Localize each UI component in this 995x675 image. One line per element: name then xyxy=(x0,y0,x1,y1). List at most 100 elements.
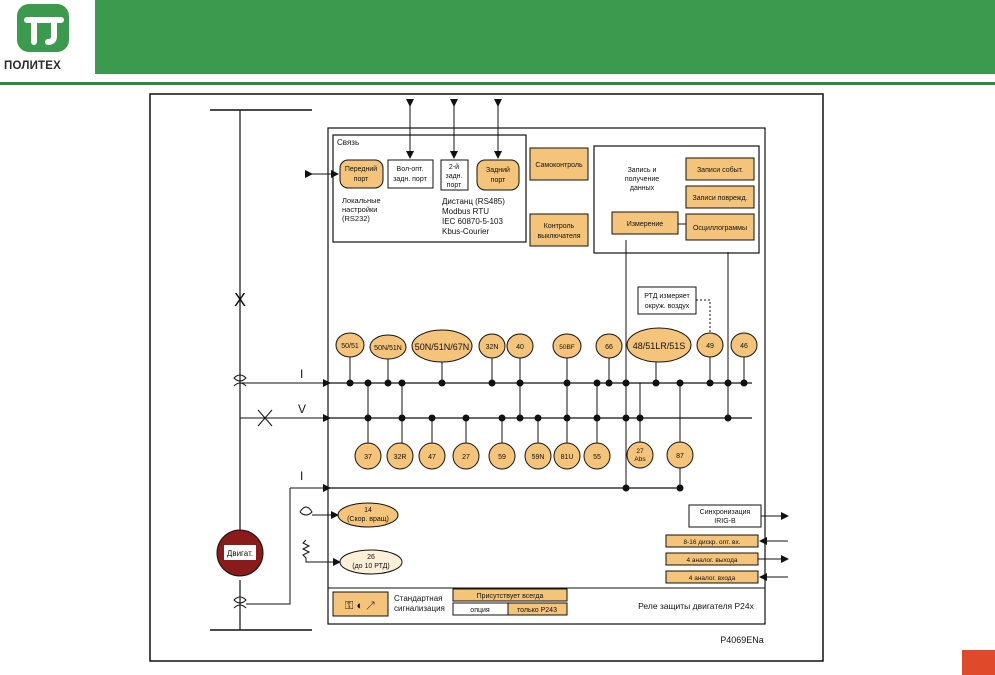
func-26-line2: (до 10 РТД) xyxy=(352,563,389,570)
std-signal-line1: Стандартная xyxy=(394,594,442,603)
second-port-box xyxy=(440,159,469,191)
fiber-port-box xyxy=(387,159,434,189)
second-port-line3: порт xyxy=(447,182,462,189)
func-50n-51n-label: 50N/51N xyxy=(374,345,402,352)
header-bar xyxy=(95,0,995,74)
func-55-label: 55 xyxy=(593,454,601,461)
breaker-symbol: X xyxy=(234,290,246,310)
func-32r xyxy=(386,442,414,470)
remote-line3: IEC 60870-5-103 xyxy=(442,217,503,226)
fiber-port-line1: Вол-опт. xyxy=(397,166,424,173)
legend-always-label: Присутствует всегда xyxy=(477,593,544,600)
func-50n-51n-67n-label: 50N/51N/67N xyxy=(415,342,470,352)
breaker-line1: Контроль xyxy=(544,223,575,230)
func-55 xyxy=(583,442,611,470)
ct2-link xyxy=(246,488,291,605)
rtd-ambient-line2: окруж. воздух xyxy=(645,303,690,310)
event-records-box xyxy=(685,157,755,181)
func-37-label: 37 xyxy=(364,454,372,461)
motor-label-box xyxy=(224,545,256,560)
func-47 xyxy=(418,442,446,470)
oscillograms-box xyxy=(685,213,755,241)
fault-records-box xyxy=(685,185,755,209)
func-50bf-label: 50BF xyxy=(559,344,575,351)
sync-line2: IRIG-B xyxy=(714,518,736,525)
speed-sensor-icon xyxy=(299,506,313,516)
func-40-label: 40 xyxy=(516,344,524,351)
measurement-box xyxy=(611,211,679,235)
measurement-label: Измерение xyxy=(627,221,664,228)
rear-port-box xyxy=(476,159,520,191)
current-label-2: I xyxy=(300,469,303,483)
func-27-abs xyxy=(626,441,654,469)
second-port-line2: задн. xyxy=(446,173,463,180)
local-line1: Локальные xyxy=(342,196,381,205)
func-48-51lr-51s-label: 48/51LR/51S xyxy=(633,341,686,351)
logo-icon xyxy=(17,4,69,52)
second-port-line1: 2-й xyxy=(449,163,459,171)
func-59n-label: 59N xyxy=(532,454,545,461)
func-50bf xyxy=(552,333,582,359)
func-49 xyxy=(696,332,724,358)
rear-port-line2: порт xyxy=(491,177,506,184)
func-81u-label: 81U xyxy=(561,454,574,461)
func-50n-51n xyxy=(369,334,407,360)
sync-line1: Синхронизация xyxy=(700,509,751,516)
recording-title-line3: данных xyxy=(630,185,655,192)
func-14-line2: (Скор. вращ) xyxy=(347,516,389,523)
remote-line2: Modbus RTU xyxy=(442,207,489,216)
logo-text: ПОЛИТЕХ xyxy=(4,60,62,72)
analog-inputs-box xyxy=(665,570,759,584)
legend-p243-box xyxy=(507,602,568,616)
corner-accent xyxy=(962,650,995,675)
current-label-1: I xyxy=(300,367,303,381)
breaker-monitor-box xyxy=(529,213,589,247)
legend-always-box xyxy=(452,588,568,602)
recording-title-line2: получение xyxy=(625,176,659,183)
func-59-label: 59 xyxy=(498,454,506,461)
junction-dots xyxy=(346,379,748,492)
function-links xyxy=(349,240,745,488)
politech-logo: ПОЛИТЕХ xyxy=(0,0,95,80)
std-signal-icons xyxy=(332,591,389,617)
comms-title: Связь xyxy=(337,138,359,147)
func-32r-label: 32R xyxy=(394,454,407,461)
self-monitor-box xyxy=(529,147,589,181)
voltage-label: V xyxy=(298,402,306,416)
fault-records-label: Записи поврежд. xyxy=(693,195,748,202)
figure-id: P4069ENa xyxy=(720,635,764,645)
bottom-functions: 37 32R 47 27 59 59N 81U 55 27 Abs 87 xyxy=(354,441,694,470)
func-46 xyxy=(730,332,758,358)
local-line3: (RS232) xyxy=(342,214,370,223)
legend-option-label: опция xyxy=(470,607,490,614)
fiber-port-line2: задн. порт xyxy=(393,176,427,183)
binary-inputs-label: 8-16 дискр. опт. вх. xyxy=(683,539,740,546)
top-functions: 50/51 50N/51N 50N/51N/67N 32N 40 50BF 66… xyxy=(335,327,758,363)
func-14-speed xyxy=(337,502,399,528)
front-port-line2: порт xyxy=(354,176,369,183)
func-47-label: 47 xyxy=(428,454,436,461)
func-37 xyxy=(354,442,382,470)
func-46-label: 46 xyxy=(740,343,748,350)
front-port-box xyxy=(339,159,384,189)
analog-outputs-label: 4 аналог. выхода xyxy=(686,557,737,564)
func-59 xyxy=(488,442,516,470)
front-port-line1: Передний xyxy=(345,165,377,173)
rear-port-line1: Задний xyxy=(486,166,510,174)
func-49-label: 49 xyxy=(706,343,714,350)
func-27-label: 27 xyxy=(462,454,470,461)
self-monitor-label: Самоконтроль xyxy=(535,162,583,169)
recording-title-line1: Запись и xyxy=(628,167,657,174)
std-signal-line2: сигнализация xyxy=(394,604,445,613)
relay-title: Реле защиты двигателя P24x xyxy=(638,601,754,611)
analog-inputs-label: 4 аналог. входа xyxy=(689,575,736,582)
legend-p243-label: только P243 xyxy=(517,607,557,614)
func-26-rtd xyxy=(339,549,403,575)
header-divider xyxy=(0,82,995,85)
breaker-line2: выключателя xyxy=(537,233,580,240)
binary-inputs-box xyxy=(665,534,759,548)
oscillograms-label: Осциллограммы xyxy=(693,225,747,232)
func-81u xyxy=(553,442,581,470)
rtd-ambient-line1: РТД измеряет xyxy=(644,293,690,300)
